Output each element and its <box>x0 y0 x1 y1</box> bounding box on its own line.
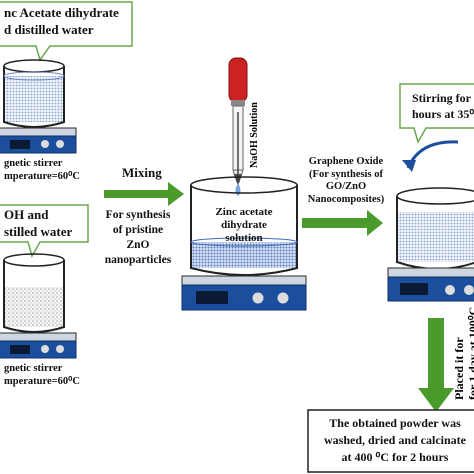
callout-naoh-text: OH and stilled water <box>4 206 72 240</box>
naoh-droplet <box>235 183 241 196</box>
callout-naoh <box>0 204 89 258</box>
center-solution-line-2: dihydrate <box>221 219 267 231</box>
graphene-arrow <box>302 210 383 236</box>
center-stirrer <box>181 275 307 311</box>
mixing-note-line-2: of pristine <box>112 224 164 236</box>
callout-stirring-line-2: hours at 35⁰ <box>412 107 474 121</box>
final-step-line-2: washed, dried and calcinate <box>323 433 466 447</box>
mixing-note-line-3: ZnO <box>126 239 150 251</box>
callout-zinc-acetate-text: nc Acetate dihydrate d distilled water <box>4 4 119 38</box>
aging-label: Placed it for for 1 day at 100⁰C <box>452 307 474 400</box>
center-solution-line-3: solution <box>225 232 263 244</box>
stirrer-1 <box>0 127 77 154</box>
final-step-text: The obtained powder was washed, dried an… <box>316 415 474 466</box>
callout-naoh-line-2: stilled water <box>4 224 73 239</box>
graphene-step-line-2: (For synthesis of <box>309 168 383 180</box>
graphene-step-line-4: Nanocomposites) <box>307 193 385 205</box>
rotation-arrow <box>402 140 459 172</box>
callout-zinc-acetate-line-2: d distilled water <box>4 22 94 37</box>
right-beaker <box>396 187 474 270</box>
stirrer-2-label-line-2: mperature=60⁰C <box>4 376 80 387</box>
final-step-line-1: The obtained powder was <box>329 416 461 430</box>
stirrer-2-label-line-1: gnetic stirrer <box>4 363 63 374</box>
naoh-dropper-label: NaOH Solution <box>249 102 260 168</box>
stirrer-1-label-line-2: mperature=60⁰C <box>4 171 80 182</box>
stirrer-1-label: gnetic stirrer mperature=60⁰C <box>4 157 80 183</box>
callout-zinc-acetate-line-1: nc Acetate dihydrate <box>4 5 119 20</box>
beaker-2 <box>3 253 65 333</box>
mixing-arrow <box>104 182 184 206</box>
aging-label-line-1: Placed it for <box>452 337 466 400</box>
callout-stirring <box>399 83 474 144</box>
callout-naoh-line-1: OH and <box>4 207 49 222</box>
aging-label-line-2: for 1 day at 100⁰C <box>466 306 474 400</box>
final-step-line-3: at 400 ⁰C for 2 hours <box>341 450 449 464</box>
stirrer-2-label: gnetic stirrer mperature=60⁰C <box>4 362 80 388</box>
final-step-box <box>307 409 474 473</box>
graphene-step-line-1: Graphene Oxide <box>308 156 384 167</box>
down-arrow <box>418 318 454 412</box>
mixing-label: Mixing <box>122 165 162 180</box>
mixing-note-line-4: nanoparticles <box>104 254 172 266</box>
callout-stirring-line-1: Stirring for <box>412 91 471 105</box>
dropper-down-arrow <box>234 112 242 186</box>
callout-stirring-text: Stirring for hours at 35⁰ <box>412 90 474 122</box>
mixing-note-line-1: For synthesis <box>105 209 171 221</box>
beaker-1 <box>3 59 65 128</box>
center-solution-label: Zinc acetate dihydrate solution <box>200 206 288 245</box>
center-solution-line-1: Zinc acetate <box>215 206 273 218</box>
stirrer-2 <box>0 332 77 359</box>
callout-zinc-acetate <box>0 1 133 62</box>
graphene-step-label: Graphene Oxide (For synthesis of GO/ZnO … <box>300 156 392 206</box>
stirrer-1-label-line-1: gnetic stirrer <box>4 158 63 169</box>
center-beaker <box>190 176 298 276</box>
mixing-note: For synthesis of pristine ZnO nanopartic… <box>102 208 174 268</box>
right-stirrer <box>387 267 474 302</box>
graphene-step-line-3: GO/ZnO <box>325 181 367 192</box>
